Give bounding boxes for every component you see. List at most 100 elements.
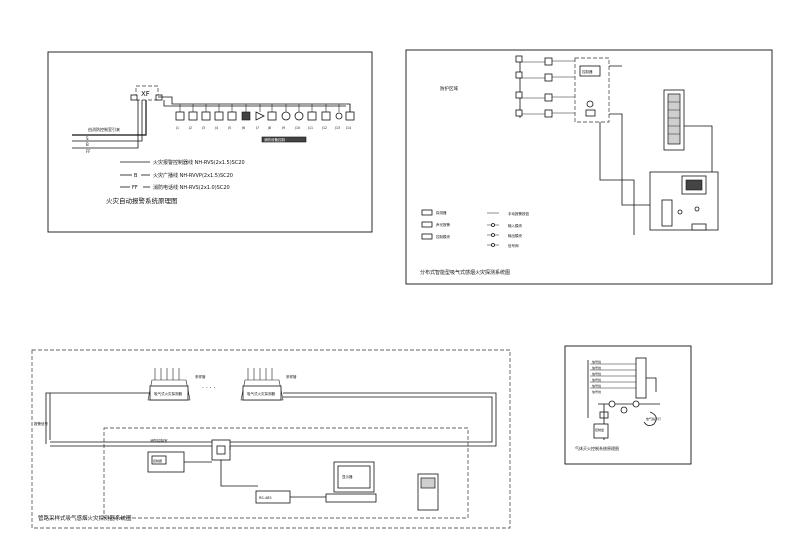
sampling-unit-2: 吸气式火灾探测器 采样管 xyxy=(240,368,297,401)
line-s-label: S xyxy=(86,136,89,141)
lamp-icon xyxy=(335,112,343,120)
pump-icon xyxy=(321,111,331,121)
smoke-detector-icon xyxy=(175,111,185,121)
node-label: XF xyxy=(141,90,150,98)
legend-text: 手动报警按钮 xyxy=(508,211,529,216)
device-label: J6 xyxy=(241,126,245,130)
node-terminal xyxy=(155,94,163,101)
sounder-icon xyxy=(241,111,251,121)
legend-symbol xyxy=(491,223,495,227)
junction-inner xyxy=(216,445,226,455)
device-drop-lines xyxy=(179,104,351,112)
legend-code: B xyxy=(134,173,138,179)
line-ff-label: FF xyxy=(86,149,91,154)
cabinet-slots xyxy=(668,101,680,135)
device-label: J12 xyxy=(321,126,327,130)
box-label: 放气指示灯 xyxy=(646,416,661,421)
device-label: J10 xyxy=(294,126,300,130)
detector-unit xyxy=(242,385,282,401)
control-box xyxy=(635,357,647,399)
controller-label: 控制器 xyxy=(582,69,593,74)
panel-title: 分布式智能型吸气式感烟火灾探测系统图 xyxy=(420,269,510,276)
device-row xyxy=(175,104,355,121)
line-label: 信号线 xyxy=(592,371,601,376)
detector-icon xyxy=(515,109,523,117)
panel-aspirating-pipe: 吸气式火灾探测器 采样管 · · · · 吸气式火灾探测器 采样管 报警信号 消… xyxy=(31,349,511,529)
keyboard-icon xyxy=(325,493,377,503)
device-icon xyxy=(694,206,700,212)
panel-frame xyxy=(564,345,692,465)
unit-label: 吸气式火灾探测器 xyxy=(154,391,182,396)
legend-code: FF xyxy=(132,185,138,191)
door-release-icon xyxy=(345,111,355,121)
detector-icon xyxy=(515,55,523,63)
loop-line xyxy=(50,396,493,443)
legend-symbol xyxy=(421,221,433,228)
fire-damper-icon xyxy=(307,111,317,121)
panel-fire-alarm-system: XF 由消防控制室引来 S B FF xyxy=(47,51,373,233)
branch-lines xyxy=(552,60,575,114)
device-labels: J1 J2 J3 J4 J5 J6 J7 J8 J9 J10 J11 J12 J… xyxy=(175,126,351,130)
panel-title: 气体灭火控制系统原理图 xyxy=(575,445,619,451)
feed-line xyxy=(72,100,143,142)
legend-text: 信号阀 xyxy=(508,243,519,248)
sampling-unit-1: 吸气式火灾探测器 采样管 xyxy=(147,368,206,401)
device-label: J5 xyxy=(227,126,231,130)
legend-lines xyxy=(487,212,499,246)
panel-frame xyxy=(31,349,511,529)
signal-line xyxy=(599,122,635,235)
controller-display xyxy=(151,455,167,465)
controller-unit xyxy=(585,109,596,117)
highlight-bar xyxy=(261,136,307,143)
legend-symbol xyxy=(421,233,433,240)
device-label: J1 xyxy=(175,126,179,130)
module-icon xyxy=(544,73,553,82)
controller-label: 控制器 xyxy=(153,458,162,463)
input-module-icon xyxy=(214,111,224,121)
pipe-label: 采样管 xyxy=(195,374,206,379)
node-terminal xyxy=(130,94,138,101)
controller-box xyxy=(574,57,610,123)
legend-text: 火灾广播线 NH-RVVP(2x1.5)SC20 xyxy=(153,172,233,179)
device-icon xyxy=(677,209,683,215)
printer-screen xyxy=(420,477,436,489)
detector-icon xyxy=(515,71,523,79)
speaker-icon xyxy=(255,111,265,121)
signal-lines: 信号线 信号线 信号线 信号线 信号线 信号线 xyxy=(590,359,636,394)
manifold xyxy=(240,379,284,401)
legend-symbol xyxy=(421,209,433,216)
valve-icon xyxy=(608,400,616,408)
feed-line xyxy=(72,100,147,136)
heat-detector-icon xyxy=(188,111,198,121)
signal-valve-icon xyxy=(294,111,304,121)
output-module-icon xyxy=(227,111,237,121)
panel-title: 管路采样式吸气感烟火灾探测器系统图 xyxy=(38,514,132,522)
detector-group xyxy=(515,55,575,118)
sample-pipes xyxy=(247,368,273,380)
terminal-box xyxy=(691,223,707,231)
legend-symbol xyxy=(491,243,495,247)
panel-frame xyxy=(47,51,373,233)
line-legend: 火灾报警控制器线 NH-RVS(2x1.5)SC20 B 火灾广播线 NH-RV… xyxy=(120,159,245,191)
device-bus xyxy=(158,96,351,112)
module-icon xyxy=(544,93,553,102)
branch-lines xyxy=(522,61,545,115)
unit-label: 吸气式火灾探测器 xyxy=(247,391,275,396)
signal-line xyxy=(609,65,650,206)
left-label: 报警信号 xyxy=(34,421,48,426)
feed-line xyxy=(72,100,139,149)
device-label: J2 xyxy=(188,126,192,130)
ellipsis: · · · · xyxy=(202,385,215,392)
monitor-screen xyxy=(685,179,703,191)
module-label: RS-485 xyxy=(259,496,272,500)
line-label: 信号线 xyxy=(592,365,601,370)
pipe-label: 采样管 xyxy=(286,374,297,379)
feed-label: 由消防控制室引来 xyxy=(88,126,120,132)
room-label: 消防控制室 xyxy=(150,438,168,443)
monitor-screen xyxy=(337,465,371,489)
legend-text: 输出模块 xyxy=(508,233,522,238)
box-label: 控制盘 xyxy=(595,427,604,432)
panel-title: 火灾自动报警系统原理图 xyxy=(106,196,178,205)
legend-text: 声光报警 xyxy=(436,222,450,227)
